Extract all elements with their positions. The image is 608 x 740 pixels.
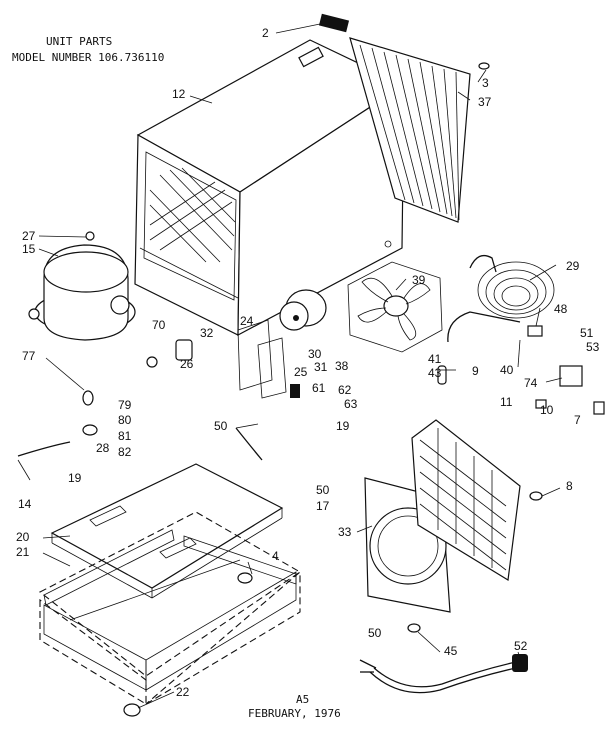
callout-38: 38: [335, 359, 349, 373]
callout-21: 21: [16, 545, 30, 559]
callout-53: 53: [586, 340, 600, 354]
power-cord-drawing: [359, 654, 528, 694]
mount-4-part: [237, 572, 253, 584]
callout-48: 48: [554, 302, 568, 316]
capacitor-part: [437, 365, 447, 385]
terminal-block-part: [559, 365, 583, 387]
callout-77: 77: [22, 349, 36, 363]
callout-63: 63: [344, 397, 358, 411]
header-model-number: MODEL NUMBER 106.736110: [12, 51, 164, 64]
callout-11: 11: [500, 395, 513, 409]
grommet-45-part: [407, 623, 421, 633]
callout-32: 32: [200, 326, 214, 340]
callout-19b: 19: [68, 471, 82, 485]
clip-part: [527, 325, 543, 337]
callout-27: 27: [22, 229, 36, 243]
callout-14: 14: [18, 497, 32, 511]
callout-31: 31: [314, 360, 328, 374]
callout-80: 80: [118, 413, 132, 427]
callout-24: 24: [240, 314, 254, 328]
rear-grille-drawing: [349, 37, 471, 223]
header-title: UNIT PARTS: [46, 35, 112, 48]
callout-4: 4: [272, 549, 279, 563]
condenser-coil-drawing: [411, 419, 521, 581]
callout-3: 3: [482, 76, 489, 90]
callout-51: 51: [580, 326, 594, 340]
switch-part: [290, 384, 300, 398]
connector-part: [593, 401, 605, 415]
callout-43: 43: [428, 366, 442, 380]
grommet-part: [82, 390, 94, 406]
callout-70: 70: [152, 318, 166, 332]
callout-29: 29: [566, 259, 580, 273]
grommet-8-part: [529, 491, 543, 501]
callout-62: 62: [338, 383, 352, 397]
callout-40: 40: [500, 363, 514, 377]
motor-drawing: [237, 289, 327, 399]
callout-82: 82: [118, 445, 132, 459]
screw-part: [478, 62, 490, 70]
callout-45: 45: [444, 644, 458, 658]
compressor-drawing: [28, 231, 136, 341]
callout-52: 52: [514, 639, 528, 653]
callout-50c: 50: [316, 483, 330, 497]
callout-15: 15: [22, 242, 36, 256]
callout-10: 10: [540, 403, 554, 417]
callout-22: 22: [176, 685, 190, 699]
callout-2: 2: [262, 26, 269, 40]
base-frame-drawing: [38, 511, 302, 717]
callout-9: 9: [472, 364, 479, 378]
wire-harness-part: [235, 427, 263, 461]
leader-lines: [17, 23, 563, 709]
callout-79: 79: [118, 398, 132, 412]
callout-25: 25: [294, 365, 308, 379]
coil-drawing: [447, 254, 555, 343]
footer-page-number: A5: [296, 693, 309, 706]
callout-numbers: 2 3 37 12 27 15 29 39 48 51 53 38 9 74 4…: [16, 26, 600, 699]
fan-blade-drawing: [347, 261, 443, 353]
callout-61: 61: [312, 381, 326, 395]
overload-part: [146, 356, 158, 368]
nameplate-part: [318, 13, 350, 33]
callout-33: 33: [338, 525, 352, 539]
callout-39: 39: [412, 273, 426, 287]
callout-50: 50: [214, 419, 228, 433]
callout-50b: 50: [368, 626, 382, 640]
callout-8: 8: [566, 479, 573, 493]
base-pan-drawing: [50, 463, 284, 599]
callout-74: 74: [524, 376, 538, 390]
callout-81: 81: [118, 429, 132, 443]
mount-part: [82, 424, 98, 436]
footer-date: FEBRUARY, 1976: [248, 707, 341, 720]
callout-12: 12: [172, 87, 186, 101]
cabinet-drawing: [134, 39, 406, 337]
callout-20: 20: [16, 530, 30, 544]
callout-7: 7: [574, 413, 581, 427]
callout-30: 30: [308, 347, 322, 361]
bracket-part: [535, 399, 547, 409]
callout-26: 26: [180, 357, 194, 371]
callout-17: 17: [316, 499, 330, 513]
callout-41: 41: [428, 352, 442, 366]
callout-28: 28: [96, 441, 110, 455]
lead-14-part: [17, 441, 71, 457]
callout-37: 37: [478, 95, 492, 109]
callout-19: 19: [336, 419, 350, 433]
relay-part: [175, 339, 193, 361]
